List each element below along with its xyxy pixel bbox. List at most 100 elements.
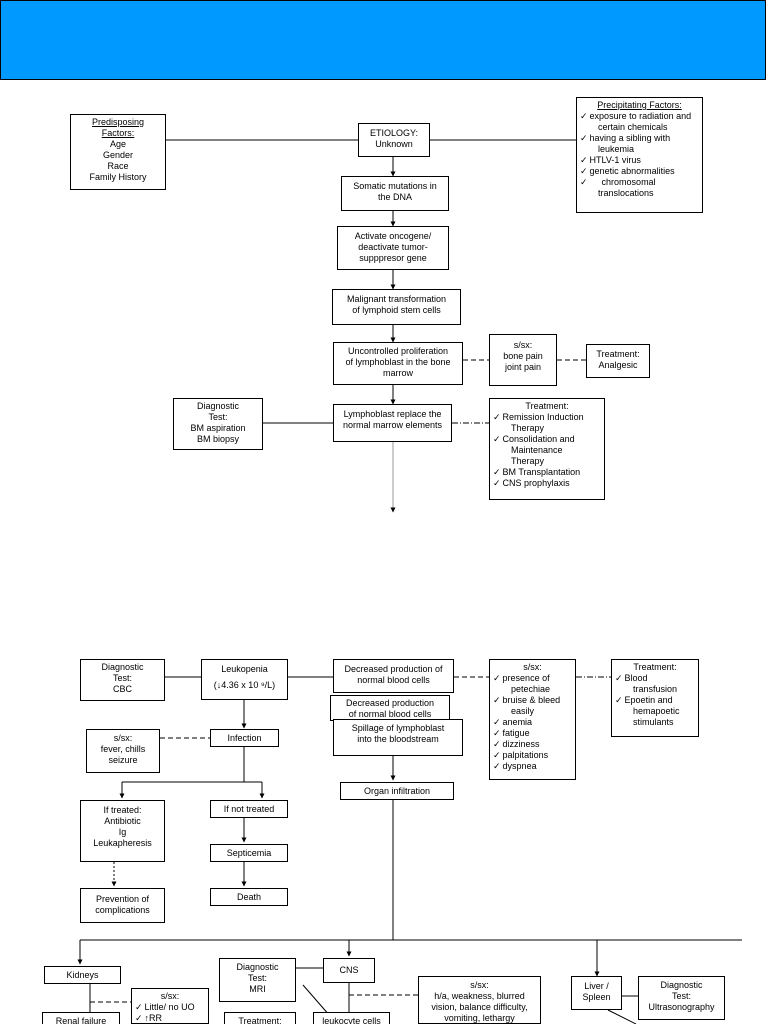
dx-bm-line: Diagnostic — [196, 401, 240, 411]
decreased-production-overlap-box: Decreased production of normal blood cel… — [330, 695, 450, 721]
sx-cns-line: h/a, weakness, blurred — [434, 991, 525, 1001]
sx-kidney-box: s/sx: Little/ no UO ↑RR — [131, 988, 209, 1024]
precipitating-factors-box: Precipitating Factors: exposure to radia… — [576, 97, 703, 213]
leukopenia-value: (↓4.36 x 10 ⁹/L) — [213, 680, 276, 690]
kidneys-label: Kidneys — [66, 970, 99, 980]
dx-mri-line: Diagnostic — [236, 962, 279, 972]
precipitating-item: HTLV-1 virus — [580, 155, 699, 166]
predisposing-item: Gender — [102, 150, 134, 160]
death-box: Death — [210, 888, 288, 906]
sx-infection-box: s/sx: fever, chills seizure — [86, 729, 160, 773]
treatment-partial-label: Treatment: — [238, 1016, 282, 1024]
dx-bm-line: Test: — [208, 412, 228, 422]
etiology-title: ETIOLOGY: — [369, 128, 418, 138]
dx-bm-line: BM biopsy — [196, 434, 240, 444]
sx-blood-item: easily — [511, 706, 535, 716]
precipitating-item: having a sibling with — [580, 133, 699, 144]
precipitating-item: leukemia — [598, 144, 635, 154]
dx-ultra-line: Ultrasonography — [648, 1002, 715, 1012]
tx-remission-item: Therapy — [511, 423, 545, 433]
septicemia-label: Septicemia — [226, 848, 272, 858]
septicemia-box: Septicemia — [210, 844, 288, 862]
sx-bone-pain-box: s/sx: bone pain joint pain — [489, 334, 557, 386]
cns-box: CNS — [323, 958, 375, 983]
sx-blood-box: s/sx: presence of petechiae bruise & ble… — [489, 659, 576, 780]
if-treated-line: Ig — [118, 827, 127, 837]
dx-mri-line: MRI — [249, 984, 266, 994]
sx-cns-line: s/sx: — [470, 980, 489, 990]
tx-remission-item: CNS prophylaxis — [493, 478, 601, 489]
precipitating-item: exposure to radiation and — [580, 111, 699, 122]
predisposing-title-1: Predisposing — [91, 117, 145, 127]
tx-blood-item: transfusion — [633, 684, 678, 694]
predisposing-item: Family History — [89, 172, 147, 182]
dx-ultra-line: Diagnostic — [660, 980, 703, 990]
kidneys-box: Kidneys — [44, 966, 121, 984]
prevention-line: Prevention of — [95, 894, 150, 904]
tx-blood-title: Treatment: — [633, 662, 677, 672]
uncontrolled-line: marrow — [382, 368, 413, 378]
sx-infection-line: fever, chills — [100, 744, 146, 754]
sx-bone-line: bone pain — [503, 351, 543, 361]
liver-spleen-box: Liver / Spleen — [571, 976, 622, 1010]
somatic-mutations-box: Somatic mutations in the DNA — [341, 176, 449, 211]
infection-box: Infection — [210, 729, 279, 747]
leukocyte-cells-label: leukocyte cells — [322, 1016, 381, 1024]
uncontrolled-line: Uncontrolled proliferation — [347, 346, 449, 356]
decreased-line: Decreased production of — [344, 664, 443, 674]
if-not-treated-label: If not treated — [223, 804, 275, 814]
sx-blood-item: dyspnea — [493, 761, 572, 772]
tx-analgesic-line: Treatment: — [596, 349, 640, 359]
dx-mri-line: Test: — [247, 973, 267, 983]
tx-remission-item: Consolidation and — [493, 434, 601, 445]
precipitating-item: translocations — [598, 188, 654, 198]
renal-failure-label: Renal failure — [55, 1016, 107, 1024]
diagnostic-cbc-box: Diagnostic Test: CBC — [80, 659, 165, 701]
malignant-line: of lymphoid stem cells — [352, 305, 441, 315]
sx-bone-line: joint pain — [504, 362, 542, 372]
renal-failure-box: Renal failure — [42, 1012, 120, 1024]
spillage-line: Spillage of lymphoblast — [351, 723, 445, 733]
sx-blood-item: fatigue — [493, 728, 572, 739]
if-treated-line: Antibiotic — [104, 816, 141, 826]
oncogene-box: Activate oncogene/ deactivate tumor- sup… — [337, 226, 449, 270]
if-not-treated-box: If not treated — [210, 800, 288, 818]
treatment-remission-box: Treatment: Remission Induction Therapy C… — [489, 398, 605, 500]
sx-kidney-title: s/sx: — [160, 991, 180, 1001]
predisposing-item: Age — [109, 139, 126, 149]
leukopenia-box: Leukopenia (↓4.36 x 10 ⁹/L) — [201, 659, 288, 700]
decreased-production-box: Decreased production of normal blood cel… — [333, 659, 454, 693]
uncontrolled-proliferation-box: Uncontrolled proliferation of lymphoblas… — [333, 342, 463, 385]
cns-label: CNS — [339, 965, 359, 975]
treatment-analgesic-box: Treatment: Analgesic — [586, 344, 650, 378]
header-banner — [0, 0, 766, 80]
sx-cns-line: vision, balance difficulty, — [431, 1002, 528, 1012]
tx-remission-item: Therapy — [511, 456, 545, 466]
sx-cns-box: s/sx: h/a, weakness, blurred vision, bal… — [418, 976, 541, 1024]
organ-infiltration-box: Organ infiltration — [340, 782, 454, 800]
if-treated-line: Leukapheresis — [93, 838, 152, 848]
treatment-partial-box: Treatment: — [224, 1012, 296, 1024]
diagnostic-bm-box: Diagnostic Test: BM aspiration BM biopsy — [173, 398, 263, 450]
somatic-line: the DNA — [377, 192, 412, 202]
infection-label: Infection — [227, 733, 262, 743]
tx-remission-item: Remission Induction — [493, 412, 601, 423]
organ-infiltration-label: Organ infiltration — [363, 786, 431, 796]
decreased-2-line: of normal blood cells — [348, 709, 432, 719]
tx-blood-item: Epoetin and — [615, 695, 695, 706]
sx-blood-item: dizziness — [493, 739, 572, 750]
spillage-box: Spillage of lymphoblast into the bloodst… — [333, 719, 463, 756]
lymphoblast-replace-line: Lymphoblast replace the — [343, 409, 442, 419]
tx-remission-item: BM Transplantation — [493, 467, 601, 478]
tx-remission-item: Maintenance — [511, 445, 563, 455]
sx-blood-item: petechiae — [511, 684, 551, 694]
if-treated-line: If treated: — [103, 805, 142, 815]
lymphoblast-replace-line: normal marrow elements — [342, 420, 443, 430]
oncogene-line: supppresor gene — [359, 253, 427, 263]
dx-ultra-line: Test: — [671, 991, 691, 1001]
oncogene-line: deactivate tumor- — [358, 242, 428, 252]
tx-analgesic-line: Analgesic — [598, 360, 638, 370]
sx-blood-item: palpitations — [493, 750, 572, 761]
precipitating-item: chromosomal — [580, 177, 699, 188]
tx-blood-item: Blood — [615, 673, 695, 684]
